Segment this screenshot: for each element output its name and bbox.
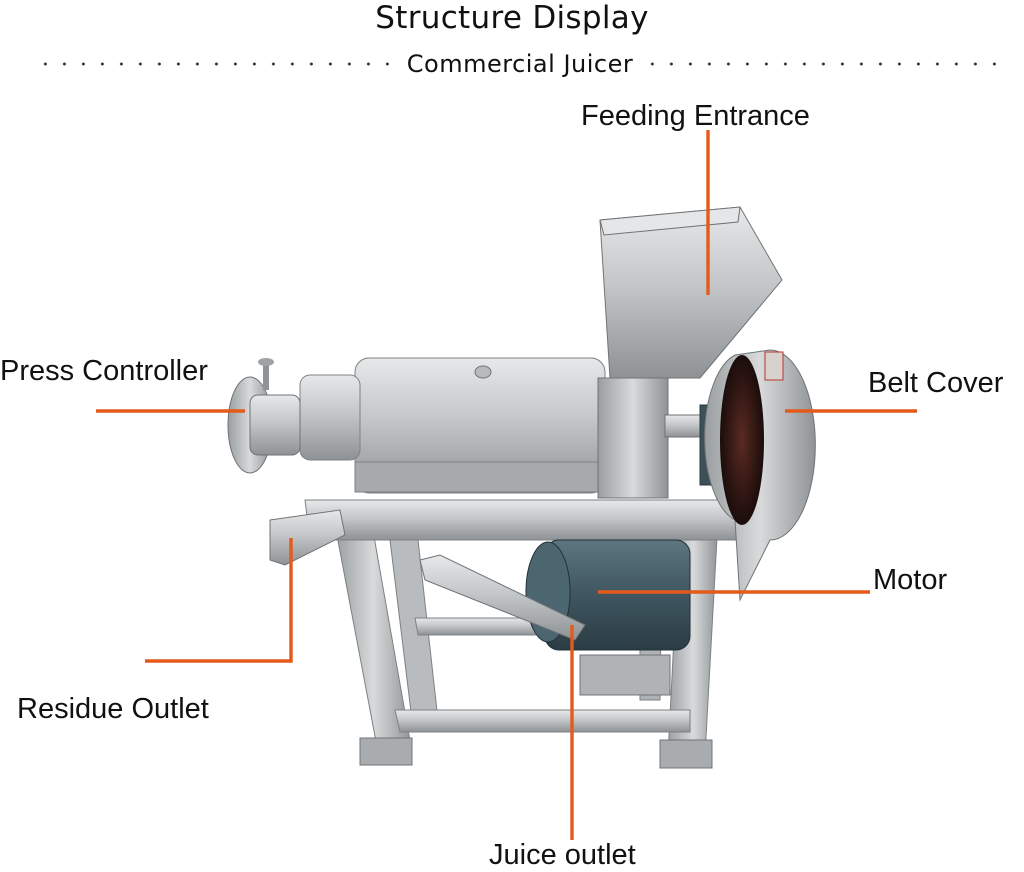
subtitle-row: Commercial Juicer (40, 50, 1000, 78)
label-juice-outlet: Juice outlet (489, 839, 636, 871)
label-press-controller: Press Controller (0, 355, 208, 387)
label-residue-outlet: Residue Outlet (17, 693, 209, 725)
press-cylinder (299, 357, 606, 494)
label-motor: Motor (873, 564, 948, 596)
belt-cover (704, 349, 816, 602)
leader-residue-outlet (145, 538, 293, 663)
dotted-divider-left (40, 62, 393, 66)
feeding-hopper (597, 206, 783, 499)
diagram-subtitle: Commercial Juicer (406, 50, 634, 78)
label-belt-cover: Belt Cover (868, 367, 1004, 399)
residue-chute (269, 509, 346, 566)
juice-outlet-pipe (419, 554, 586, 641)
press-controller-assembly (227, 358, 301, 474)
dotted-divider-right (647, 62, 1000, 66)
diagram-title: Structure Display (375, 0, 649, 36)
leader-lines (96, 130, 917, 840)
label-feeding-entrance: Feeding Entrance (581, 100, 810, 132)
